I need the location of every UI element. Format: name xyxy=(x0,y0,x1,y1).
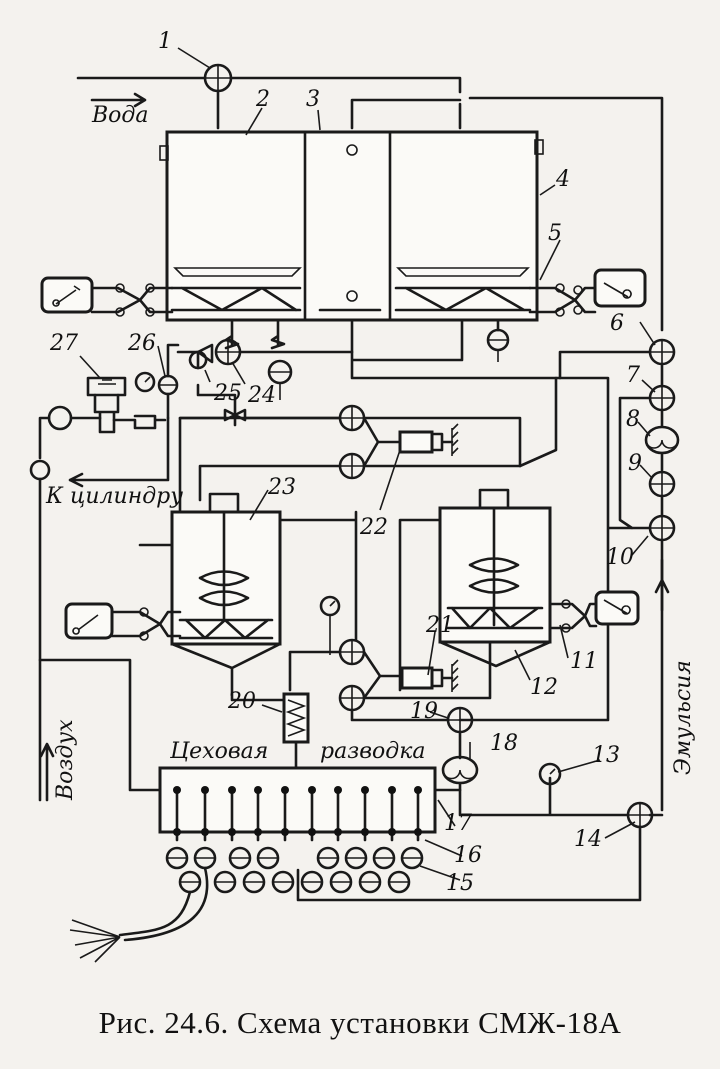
callout-6: 6 xyxy=(610,311,624,336)
callout-12: 12 xyxy=(530,675,558,700)
callout-4: 4 xyxy=(555,167,570,192)
callout-21: 21 xyxy=(425,613,454,638)
thermostat-left xyxy=(40,276,94,314)
callout-24: 24 xyxy=(247,383,276,408)
callout-19: 19 xyxy=(410,699,438,724)
regulator-27 xyxy=(86,376,127,397)
water-inlet-pipe xyxy=(76,76,664,332)
callout-10: 10 xyxy=(606,545,634,570)
valves-15-lower xyxy=(178,870,411,894)
callout-9: 9 xyxy=(628,451,642,476)
callout-7: 7 xyxy=(626,363,640,388)
heater-plate-left xyxy=(173,267,302,277)
spray-nozzle xyxy=(69,919,121,963)
callout-23: 23 xyxy=(267,475,296,500)
label-air: Воздух xyxy=(53,719,78,801)
callout-20: 20 xyxy=(227,689,256,714)
callout-3: 3 xyxy=(306,87,320,112)
manifold-taps xyxy=(173,786,422,842)
callout-25: 25 xyxy=(213,381,242,406)
gauge-13 xyxy=(538,762,562,786)
callout-26: 26 xyxy=(127,331,156,356)
label-to-cylinder: К цилиндру xyxy=(45,484,183,509)
callout-15: 15 xyxy=(446,871,474,896)
to-cylinder-arrow xyxy=(68,416,170,488)
callout-11: 11 xyxy=(570,649,598,674)
callout-16: 16 xyxy=(454,843,482,868)
air-arrow xyxy=(39,742,55,802)
schematic-drawing: 1 2 3 4 5 6 7 8 9 10 11 12 13 14 15 16 1… xyxy=(29,29,696,963)
shop-manifold xyxy=(158,766,437,834)
emulsion-arrow xyxy=(654,558,670,612)
valve-25 xyxy=(223,408,247,422)
figure-caption: Рис. 24.6. Схема установки СМЖ-18А xyxy=(98,1005,622,1040)
valves-15-upper xyxy=(165,846,424,870)
thermostat-5 xyxy=(593,268,647,308)
callout-13: 13 xyxy=(592,743,620,768)
label-wiring: разводка xyxy=(320,739,425,764)
cylinder-21 xyxy=(400,666,434,690)
gauge-26a xyxy=(134,371,156,393)
callout-1: 1 xyxy=(158,29,172,54)
callout-2: 2 xyxy=(255,87,270,112)
heater-plate-right xyxy=(396,267,530,277)
filter xyxy=(47,405,73,431)
callout-18: 18 xyxy=(490,731,518,756)
label-water: Вода xyxy=(91,103,148,128)
callout-17: 17 xyxy=(444,811,472,836)
callout-22: 22 xyxy=(359,515,388,540)
water-arrow xyxy=(90,92,147,108)
cylinder-22 xyxy=(398,430,434,454)
spray-hose xyxy=(118,866,209,942)
label-shop: Цеховая xyxy=(169,739,268,764)
callout-8: 8 xyxy=(626,407,640,432)
callout-14: 14 xyxy=(574,827,602,852)
callout-5: 5 xyxy=(548,221,562,246)
callout-27: 27 xyxy=(49,331,78,356)
label-emulsion: Эмульсия xyxy=(671,660,696,775)
